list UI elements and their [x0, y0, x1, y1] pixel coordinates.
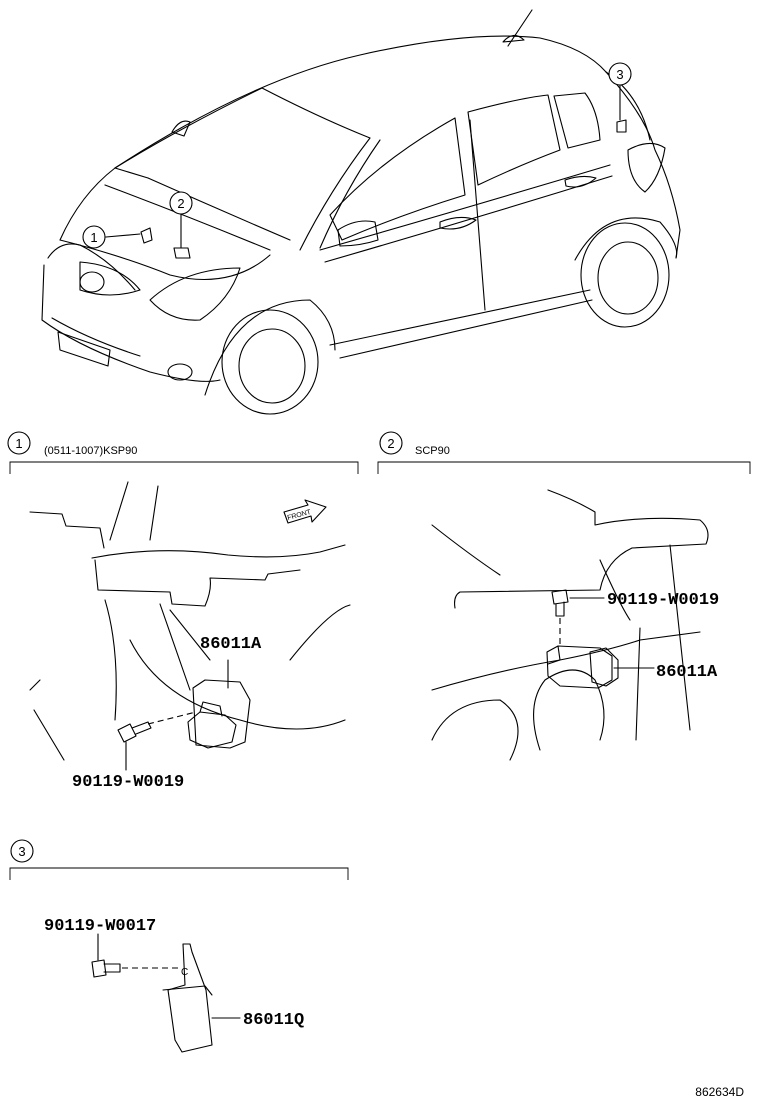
section-3-header: 3: [9, 839, 349, 880]
section-2-illustration: [431, 489, 709, 761]
part-label-s3-sensor: 86011Q: [243, 1011, 304, 1030]
svg-text:SCP90: SCP90: [415, 445, 450, 457]
part-label-s1-bolt: 90119-W0019: [72, 773, 184, 792]
part-label-s2-sensor: 86011A: [656, 663, 718, 682]
svg-text:1: 1: [90, 230, 97, 245]
svg-text:3: 3: [18, 844, 25, 859]
callout-1: 1: [82, 225, 106, 249]
section-1-illustration: FRONT: [29, 481, 351, 771]
svg-text:C: C: [181, 967, 188, 978]
callout-2: 2: [169, 191, 193, 215]
section-3-illustration: C: [91, 933, 241, 1053]
svg-text:2: 2: [177, 196, 184, 211]
part-label-s3-bolt: 90119-W0017: [44, 917, 156, 936]
part-label-s2-bolt: 90119-W0019: [607, 591, 719, 610]
svg-text:(0511-1007)KSP90: (0511-1007)KSP90: [44, 445, 137, 457]
svg-text:2: 2: [387, 436, 394, 451]
part-label-s1-sensor: 86011A: [200, 635, 262, 654]
section-1-header: 1 (0511-1007)KSP90: [7, 431, 359, 474]
vehicle-illustration: [41, 9, 681, 415]
diagram-id: 862634D: [695, 1085, 744, 1099]
section-2-header: 2 SCP90: [377, 431, 751, 474]
svg-text:1: 1: [15, 436, 22, 451]
svg-text:3: 3: [616, 67, 623, 82]
callout-3: 3: [608, 62, 632, 86]
